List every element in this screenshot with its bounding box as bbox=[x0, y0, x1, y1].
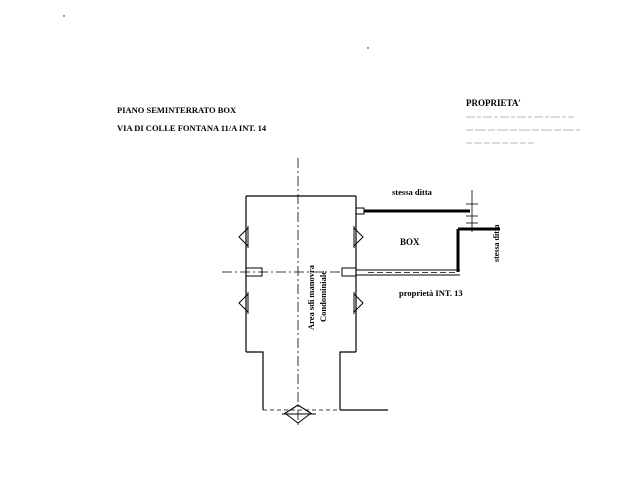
maneuver-area-outline bbox=[245, 195, 388, 411]
plan-address: VIA DI COLLE FONTANA 11/A INT. 14 bbox=[117, 123, 267, 133]
reference-ticks bbox=[466, 190, 478, 232]
opening-marker-right-lower bbox=[353, 292, 364, 314]
redacted-owner-info bbox=[466, 116, 580, 144]
label-condominiale: Condominiale bbox=[318, 271, 328, 322]
label-area-manovra: Area sdi manovra bbox=[306, 264, 316, 330]
ownership-heading: PROPRIETA' bbox=[466, 98, 521, 108]
label-stessa-ditta-top: stessa ditta bbox=[392, 187, 433, 197]
speck bbox=[367, 47, 369, 49]
label-proprieta-int: proprietà INT. 13 bbox=[399, 288, 463, 298]
left-wall-opening bbox=[245, 267, 263, 277]
entrance-arrow bbox=[282, 404, 316, 424]
label-box: BOX bbox=[400, 237, 420, 247]
right-wall-opening bbox=[341, 267, 357, 277]
opening-marker-right-upper bbox=[353, 226, 364, 248]
speck bbox=[63, 15, 65, 17]
label-stessa-ditta-right: stessa ditta bbox=[492, 224, 501, 262]
plan-title: PIANO SEMINTERRATO BOX bbox=[117, 105, 237, 115]
opening-marker-left-upper bbox=[238, 226, 249, 248]
box-walls bbox=[355, 207, 500, 276]
opening-marker-left-lower bbox=[238, 292, 249, 314]
